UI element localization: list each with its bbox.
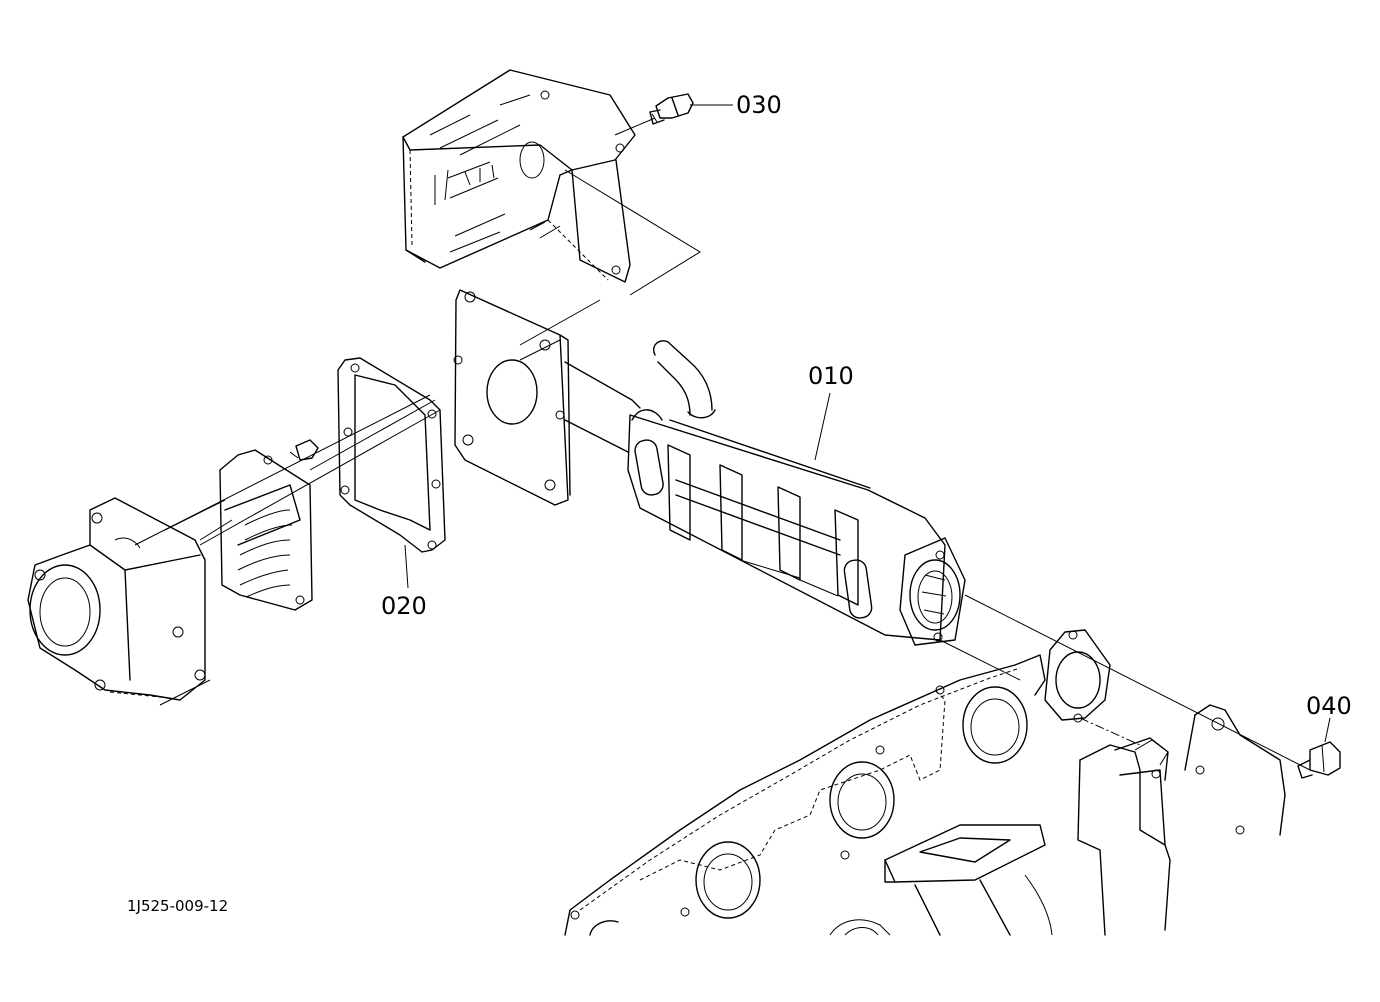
leader-lines [404,104,1331,743]
callout-020: 020 [381,592,427,620]
valve-housing [27,497,206,701]
flange-gasket [1044,629,1111,723]
callout-040: 040 [1306,692,1352,720]
reed-valve [219,439,319,611]
gasket-020 [337,357,446,553]
mounting-plate [453,289,571,506]
alignment-lines [134,117,1311,771]
exhaust-manifold [564,654,1286,936]
bolt-040 [1297,741,1341,779]
bolt-030 [649,93,694,125]
callout-010: 010 [808,362,854,390]
reference-code: 1J525-009-12 [127,897,228,915]
egr-cooler [564,340,966,646]
callout-030: 030 [736,91,782,119]
bracket-heat-shield [402,69,636,283]
